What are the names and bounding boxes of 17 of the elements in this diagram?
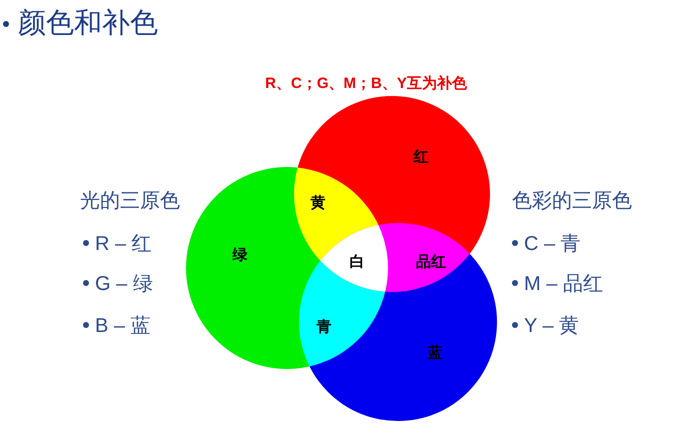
- list-item: B – 蓝: [95, 314, 151, 339]
- circle-label: 蓝: [428, 344, 442, 362]
- list-item: G – 绿: [95, 272, 153, 297]
- list-item: R – 红: [95, 232, 152, 257]
- region-label: 黄: [310, 194, 326, 212]
- list-item: Y – 黄: [524, 314, 580, 339]
- list-heading: 光的三原色: [80, 189, 180, 214]
- title: 颜色和补色: [18, 6, 158, 40]
- list-item: M – 品红: [524, 272, 603, 297]
- region-label: 青: [316, 318, 332, 336]
- region-label: 白: [350, 252, 364, 272]
- note: R、C；G、M；B、Y互为补色: [265, 74, 467, 93]
- region-label: 品红: [416, 252, 446, 272]
- list-heading: 色彩的三原色: [512, 189, 632, 214]
- circle-label: 绿: [232, 246, 248, 264]
- list-item: C – 青: [524, 232, 581, 257]
- circle-label: 红: [414, 148, 428, 166]
